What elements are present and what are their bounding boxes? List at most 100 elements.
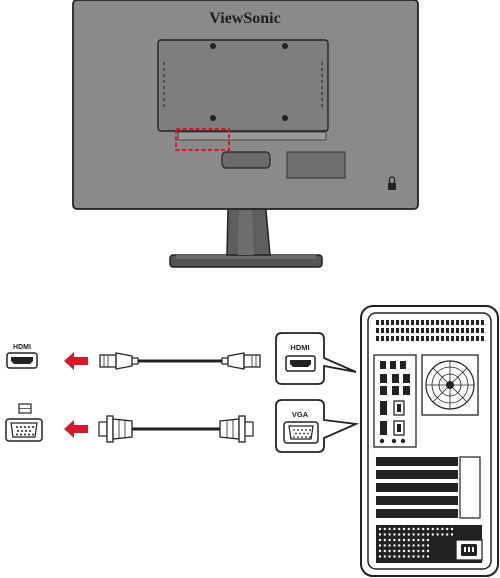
- vent-hole: [407, 549, 410, 553]
- vent-slot: [406, 320, 409, 325]
- vent-slot: [406, 328, 409, 333]
- vent-hole: [426, 538, 430, 542]
- vent-hole: [402, 555, 406, 558]
- vga-row: VGA: [5, 399, 360, 453]
- vent-hole: [378, 527, 382, 531]
- vent-hole: [398, 527, 401, 531]
- vent-hole: [402, 544, 406, 547]
- vent-hole: [388, 533, 391, 536]
- vent-hole: [426, 527, 430, 531]
- vent-slot: [416, 328, 419, 333]
- vent-hole: [378, 533, 382, 536]
- vent-slot: [421, 320, 424, 325]
- vent-hole: [398, 549, 401, 553]
- vent-slot: [446, 320, 449, 325]
- brand-logo: ViewSonic: [209, 10, 280, 27]
- vent-hole: [378, 555, 382, 558]
- vent-hole: [422, 555, 425, 558]
- vent-slot: [451, 328, 454, 333]
- fan-grille-icon: [421, 354, 479, 416]
- vent-hole: [388, 544, 391, 547]
- hdmi-port-icon: [285, 355, 316, 372]
- vent-hole: [417, 533, 420, 536]
- vent-hole: [398, 555, 401, 558]
- vent-slot: [406, 336, 409, 341]
- vent-slot: [471, 320, 474, 325]
- vga-port-icon: [283, 421, 319, 444]
- vent-hole: [402, 549, 406, 553]
- vent-hole: [426, 555, 430, 558]
- arrow-left-icon: [64, 420, 88, 438]
- arrow-left-icon: [64, 352, 88, 370]
- vent-slot: [441, 336, 444, 341]
- vent-hole: [402, 538, 406, 542]
- vent-hole: [388, 549, 391, 553]
- vent-hole: [412, 544, 415, 547]
- vent-hole: [426, 533, 430, 536]
- vent-hole: [422, 533, 425, 536]
- vent-slot: [401, 328, 404, 333]
- vent-hole: [431, 533, 434, 536]
- vent-slot: [381, 328, 384, 333]
- vent-slot: [376, 328, 379, 333]
- top-vent: [376, 320, 484, 341]
- vent-hole: [407, 533, 410, 536]
- vent-hole: [441, 527, 444, 531]
- vent-hole: [436, 527, 439, 531]
- vga-symbol-icon: [18, 403, 32, 414]
- vent-slot: [426, 328, 429, 333]
- vent-hole: [407, 527, 410, 531]
- vent-slot: [381, 320, 384, 325]
- vga-port-icon: [5, 418, 43, 442]
- vent-slot: [426, 320, 429, 325]
- vent-slot: [461, 328, 464, 333]
- vent-slot: [456, 328, 459, 333]
- vent-hole: [388, 527, 391, 531]
- vent-hole: [422, 549, 425, 553]
- vent-hole: [422, 544, 425, 547]
- vent-hole: [446, 533, 449, 536]
- vent-slot: [431, 320, 434, 325]
- vent-hole: [383, 555, 386, 558]
- vent-slot: [421, 336, 424, 341]
- label-area: [286, 151, 346, 179]
- vent-slot: [476, 336, 479, 341]
- vent-hole: [378, 538, 382, 542]
- vent-slot: [411, 328, 414, 333]
- vent-slot: [381, 336, 384, 341]
- vent-slot: [411, 336, 414, 341]
- vent-hole: [378, 544, 382, 547]
- vent-hole: [426, 544, 430, 547]
- vent-slot: [391, 328, 394, 333]
- vent-slot: [386, 320, 389, 325]
- vent-hole: [402, 533, 406, 536]
- vent-hole: [407, 555, 410, 558]
- vent-slot: [376, 320, 379, 325]
- vent-slot: [446, 336, 449, 341]
- port-strip: [177, 131, 327, 141]
- vent-slot: [466, 336, 469, 341]
- vent-slot: [436, 336, 439, 341]
- vent-slot: [481, 328, 484, 333]
- vent-hole: [393, 533, 396, 536]
- vent-hole: [441, 533, 444, 536]
- hdmi-cable: [99, 352, 261, 370]
- vesa-screw: [210, 115, 216, 121]
- power-socket-icon: [455, 539, 483, 561]
- vent-hole: [431, 527, 434, 531]
- vent-slot: [391, 320, 394, 325]
- vent-hole: [393, 538, 396, 542]
- vent-slot: [416, 336, 419, 341]
- vent-hole: [383, 549, 386, 553]
- vent-slot: [471, 328, 474, 333]
- vesa-screw: [210, 43, 216, 49]
- vent-hole: [383, 544, 386, 547]
- vent-slot: [471, 336, 474, 341]
- vent-hole: [383, 538, 386, 542]
- vent-hole: [436, 533, 439, 536]
- vent-hole: [383, 533, 386, 536]
- vent-slot: [391, 336, 394, 341]
- vent-hole: [378, 549, 382, 553]
- vent-hole: [446, 527, 449, 531]
